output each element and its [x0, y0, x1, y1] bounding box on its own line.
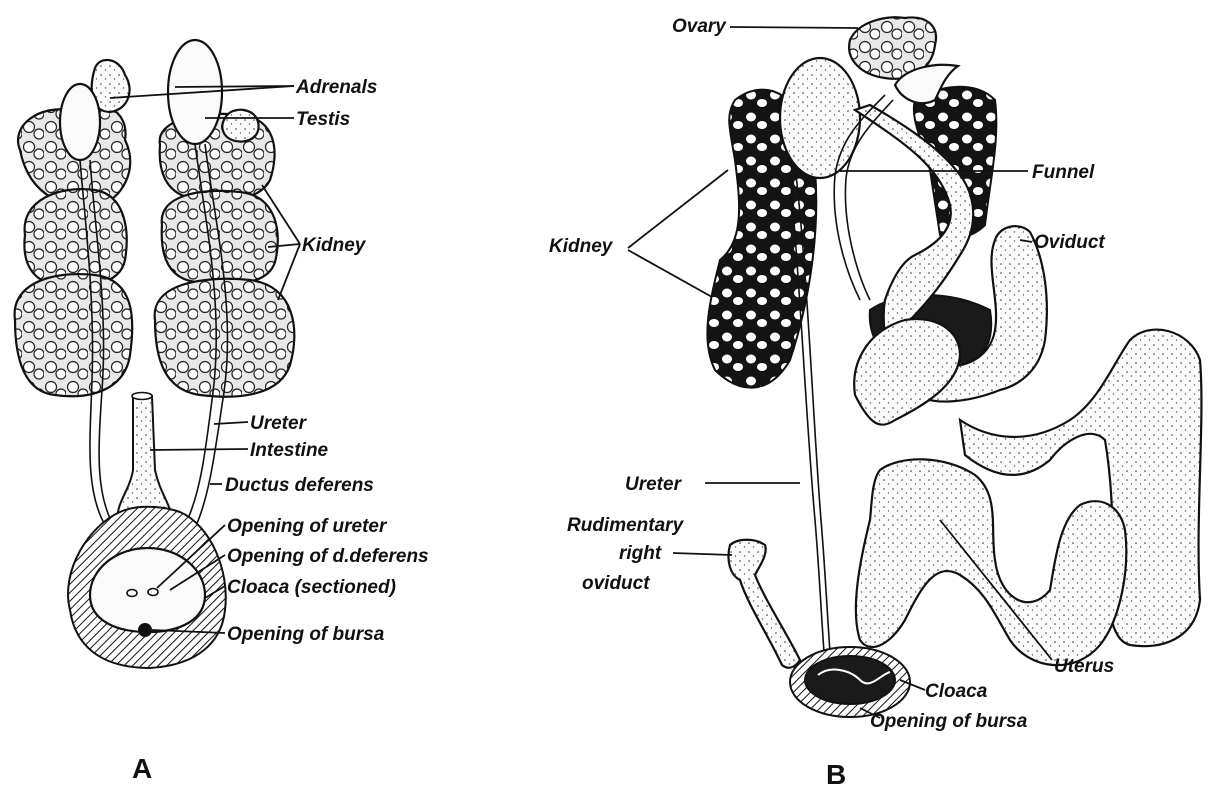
leader-adrenals-2 — [175, 86, 294, 87]
label-cloaca-b: Cloaca — [925, 681, 988, 702]
label-kidney-b: Kidney — [549, 236, 614, 257]
ovary-follicle — [780, 58, 860, 178]
rudimentary-right-oviduct — [728, 540, 800, 668]
panel-label-a: A — [132, 753, 152, 784]
leader-kidney-b-1 — [628, 170, 728, 248]
label-intestine: Intestine — [250, 440, 329, 461]
label-opening-of-ureter: Opening of ureter — [227, 516, 388, 537]
label-uterus: Uterus — [1054, 656, 1114, 677]
cloaca-inner — [805, 656, 895, 704]
label-kidney: Kidney — [302, 235, 367, 256]
leader-ovary — [730, 27, 858, 28]
label-ureter-b: Ureter — [625, 474, 683, 495]
label-ureter: Ureter — [250, 413, 308, 434]
left-testis — [60, 84, 100, 160]
opening-of-ureter-right — [148, 589, 158, 596]
panel-label-b: B — [826, 759, 846, 790]
label-testis: Testis — [296, 109, 350, 130]
panel-a-male-diagram: Adrenals Testis Kidney Ureter Intestine … — [15, 40, 429, 784]
label-opening-of-bursa-b: Opening of bursa — [870, 711, 1028, 732]
label-rudimentary-line1: Rudimentary — [567, 515, 685, 536]
intestine-lumen — [132, 393, 152, 400]
leader-rudimentary — [673, 553, 732, 555]
opening-of-bursa — [138, 623, 152, 637]
label-opening-of-d-deferens: Opening of d.deferens — [227, 546, 429, 567]
right-adrenal — [222, 110, 258, 142]
leader-kidney-3 — [278, 244, 300, 300]
left-kidney-middle-lobe — [24, 189, 126, 287]
label-rudimentary-line2: right — [619, 543, 662, 564]
opening-of-ureter-left — [127, 590, 137, 597]
panel-b-female-diagram: Ovary Funnel Kidney Oviduct Ureter Rudim… — [549, 16, 1201, 790]
leader-kidney-b-2 — [628, 250, 712, 297]
oviduct-loop — [854, 319, 960, 425]
intestine — [118, 396, 171, 520]
label-rudimentary-line3: oviduct — [582, 573, 650, 594]
left-kidney-lower-lobe — [15, 274, 133, 396]
label-cloaca-sectioned: Cloaca (sectioned) — [227, 577, 396, 598]
label-adrenals: Adrenals — [295, 77, 377, 98]
label-ductus-deferens: Ductus deferens — [225, 475, 374, 496]
leader-intestine — [150, 449, 248, 450]
right-kidney-lower-lobe — [155, 279, 295, 397]
label-oviduct: Oviduct — [1034, 232, 1105, 253]
leader-uterus — [940, 520, 1052, 660]
uterus — [856, 459, 1126, 665]
label-opening-of-bursa: Opening of bursa — [227, 624, 385, 645]
right-kidney-middle-lobe — [162, 191, 278, 285]
label-funnel: Funnel — [1032, 162, 1095, 183]
label-ovary: Ovary — [672, 16, 727, 37]
